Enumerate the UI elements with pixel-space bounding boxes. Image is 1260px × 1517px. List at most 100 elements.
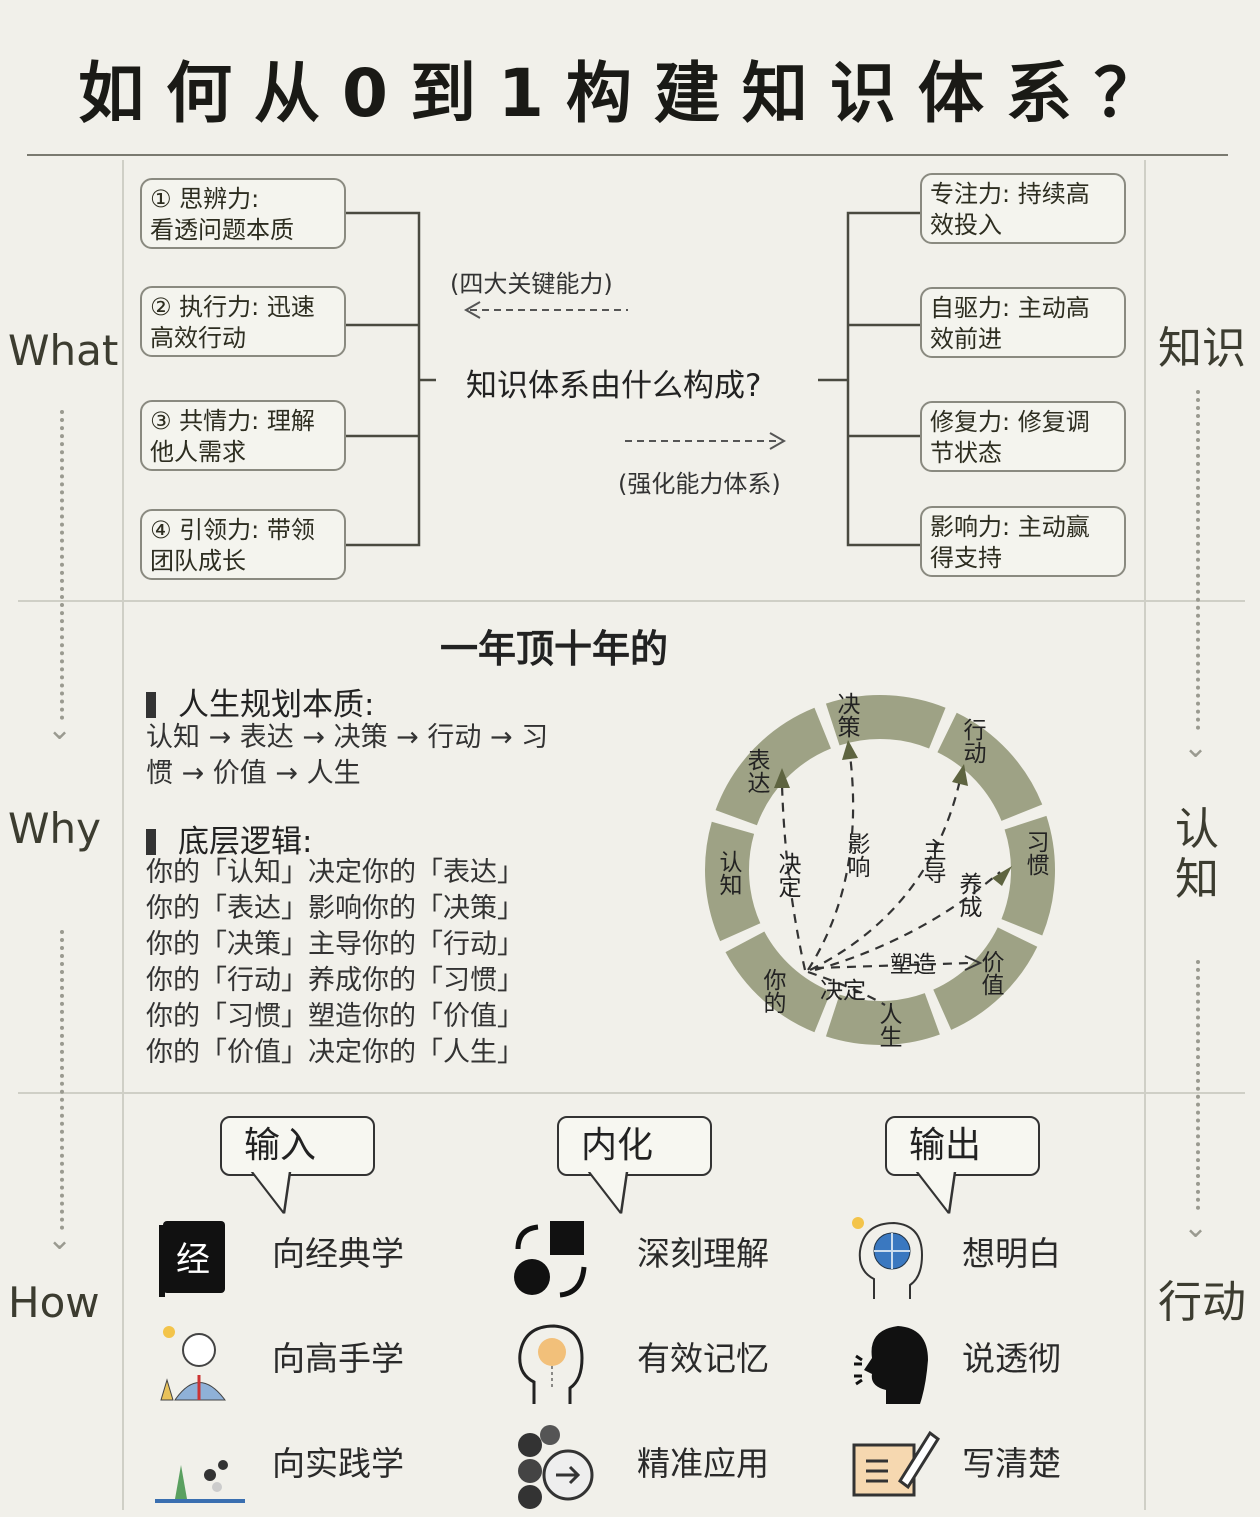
cycle-diagram: 认知表达决策行动习惯价值人生你的决定影响主导养成塑造决定 xyxy=(705,692,1055,1048)
stage-bubble-2: 输出 xyxy=(885,1116,1045,1216)
central-question: 知识体系由什么构成? xyxy=(466,368,762,404)
how-item-label: 深刻理解 xyxy=(637,1234,769,1273)
arrow-down-icon: ⌄ xyxy=(47,1222,73,1257)
logic-line: 你的「价值」决定你的「人生」 xyxy=(146,1037,524,1068)
label-knowledge: 知识 xyxy=(1158,323,1246,374)
cycle-node-label: 认知 xyxy=(715,850,743,896)
arrow-down-icon: ⌄ xyxy=(1183,1210,1209,1245)
lab-icon xyxy=(155,1425,245,1517)
logic-line: 你的「认知」决定你的「表达」 xyxy=(146,857,524,888)
how-item-label: 精准应用 xyxy=(637,1444,769,1483)
stage-bubble-0: 输入 xyxy=(220,1116,380,1216)
ability-box: ④ 引领力: 带领团队成长 xyxy=(140,509,346,580)
ring-segment xyxy=(825,992,940,1045)
how-item-label: 有效记忆 xyxy=(637,1339,769,1378)
ring-segment xyxy=(705,821,761,942)
ability-title: ③ 共情力: 理解 xyxy=(150,407,315,435)
enhance-abilities-note: (强化能力体系) xyxy=(618,470,781,498)
stage-bubble-1: 内化 xyxy=(557,1116,717,1216)
stage-label: 内化 xyxy=(557,1116,712,1176)
ability-box: ② 执行力: 迅速高效行动 xyxy=(140,286,346,357)
expert-icon xyxy=(155,1320,245,1412)
dashed-arrow xyxy=(809,779,962,971)
dashed-arrow xyxy=(780,784,807,971)
arrowhead xyxy=(842,740,858,760)
stage-label: 输出 xyxy=(885,1116,1040,1176)
cycle-ring xyxy=(705,695,1055,1045)
logic-lines: 你的「认知」决定你的「表达」 你的「表达」影响你的「决策」 你的「决策」主导你的… xyxy=(146,855,524,1071)
cycle-node-label: 决策 xyxy=(833,692,861,738)
cycle-verb-label: 养成 xyxy=(955,872,983,918)
head-globe-icon xyxy=(850,1215,940,1307)
cycle-node-label: 价值 xyxy=(977,950,1005,996)
how-item-label: 向实践学 xyxy=(272,1444,404,1483)
bubble-tail-icon xyxy=(250,1172,292,1214)
book-icon: 经 xyxy=(155,1215,245,1307)
ring-segment xyxy=(725,930,832,1033)
stage-label: 输入 xyxy=(220,1116,375,1176)
how-item-label: 向高手学 xyxy=(272,1339,404,1378)
ability-title: 修复力: 修复调 xyxy=(930,408,1090,436)
essence-lines: 认知 → 表达 → 决策 → 行动 → 习 惯 → 价值 → 人生 xyxy=(146,720,548,792)
label-what: What xyxy=(8,326,119,375)
ability-box: 自驱力: 主动高效前进 xyxy=(920,287,1126,358)
logic-title: 底层逻辑: xyxy=(146,816,312,861)
how-item-label: 向经典学 xyxy=(272,1234,404,1273)
ring-segment xyxy=(715,707,832,826)
how-item-label: 写清楚 xyxy=(962,1444,1061,1483)
key-abilities-note: (四大关键能力) xyxy=(450,270,613,298)
ability-title: ① 思辨力: xyxy=(150,185,260,213)
ring-segment xyxy=(825,695,946,749)
dashed-arrow xyxy=(807,970,886,1006)
ability-title: ④ 引领力: 带领 xyxy=(150,516,315,544)
cycle-verb-label: 影响 xyxy=(843,832,870,878)
ability-desc: 团队成长 xyxy=(150,547,246,575)
arrowhead xyxy=(774,768,790,788)
dotted-arrow xyxy=(1196,960,1200,1210)
bullet-marker xyxy=(146,692,156,718)
bubble-tail-icon xyxy=(915,1172,957,1214)
cycle-node-label: 行动 xyxy=(959,718,987,764)
ability-desc: 他人需求 xyxy=(150,438,246,466)
ring-segment xyxy=(936,712,1043,822)
ability-box: 修复力: 修复调节状态 xyxy=(920,401,1126,472)
bubble-tail-icon xyxy=(587,1172,629,1214)
note-pen-icon xyxy=(850,1425,941,1517)
title-divider xyxy=(27,154,1228,156)
bracket-connectors xyxy=(346,211,920,547)
page-title: 如何从0到1构建知识体系？ xyxy=(78,55,1182,132)
ability-desc: 高效行动 xyxy=(150,324,246,352)
ability-desc: 效前进 xyxy=(930,325,1002,353)
dotted-arrow xyxy=(60,410,64,720)
cycle-verb-label: 决定 xyxy=(820,978,866,1004)
ability-desc: 效投入 xyxy=(930,211,1002,239)
cycle-origin-label: 你的 xyxy=(759,968,787,1014)
dashed-arrow xyxy=(807,754,855,971)
arrow-down-icon: ⌄ xyxy=(1183,730,1209,765)
cycle-node-label: 习惯 xyxy=(1022,830,1050,876)
logic-line: 你的「决策」主导你的「行动」 xyxy=(146,929,524,960)
ring-segment xyxy=(1001,815,1055,936)
ability-box: ① 思辨力:看透问题本质 xyxy=(140,178,346,249)
logic-line: 你的「习惯」塑造你的「价值」 xyxy=(146,1001,524,1032)
section-divider xyxy=(18,1092,1245,1094)
why-heading: 一年顶十年的 xyxy=(440,627,669,671)
left-column-divider xyxy=(122,160,124,1510)
ability-desc: 得支持 xyxy=(930,544,1002,572)
ability-title: 专注力: 持续高 xyxy=(930,180,1090,208)
arrowhead xyxy=(992,866,1012,886)
dotted-arrow xyxy=(1196,390,1200,730)
ability-box: 专注力: 持续高效投入 xyxy=(920,173,1126,244)
book-glyph: 经 xyxy=(176,1240,210,1280)
ability-title: 影响力: 主动赢 xyxy=(930,513,1090,541)
arrowhead xyxy=(952,764,968,786)
shapes-cycle-icon xyxy=(510,1215,600,1307)
arrowhead xyxy=(964,955,983,971)
logic-line: 你的「行动」养成你的「习惯」 xyxy=(146,965,524,996)
cycle-verb-label: 主导 xyxy=(919,838,946,884)
label-cognition: 认知 xyxy=(1175,804,1219,905)
essence-line: 认知 → 表达 → 决策 → 行动 → 习 xyxy=(146,722,549,753)
label-action: 行动 xyxy=(1158,1277,1246,1328)
dotted-arrow xyxy=(60,930,64,1230)
essence-title: 人生规划本质: xyxy=(146,679,374,724)
